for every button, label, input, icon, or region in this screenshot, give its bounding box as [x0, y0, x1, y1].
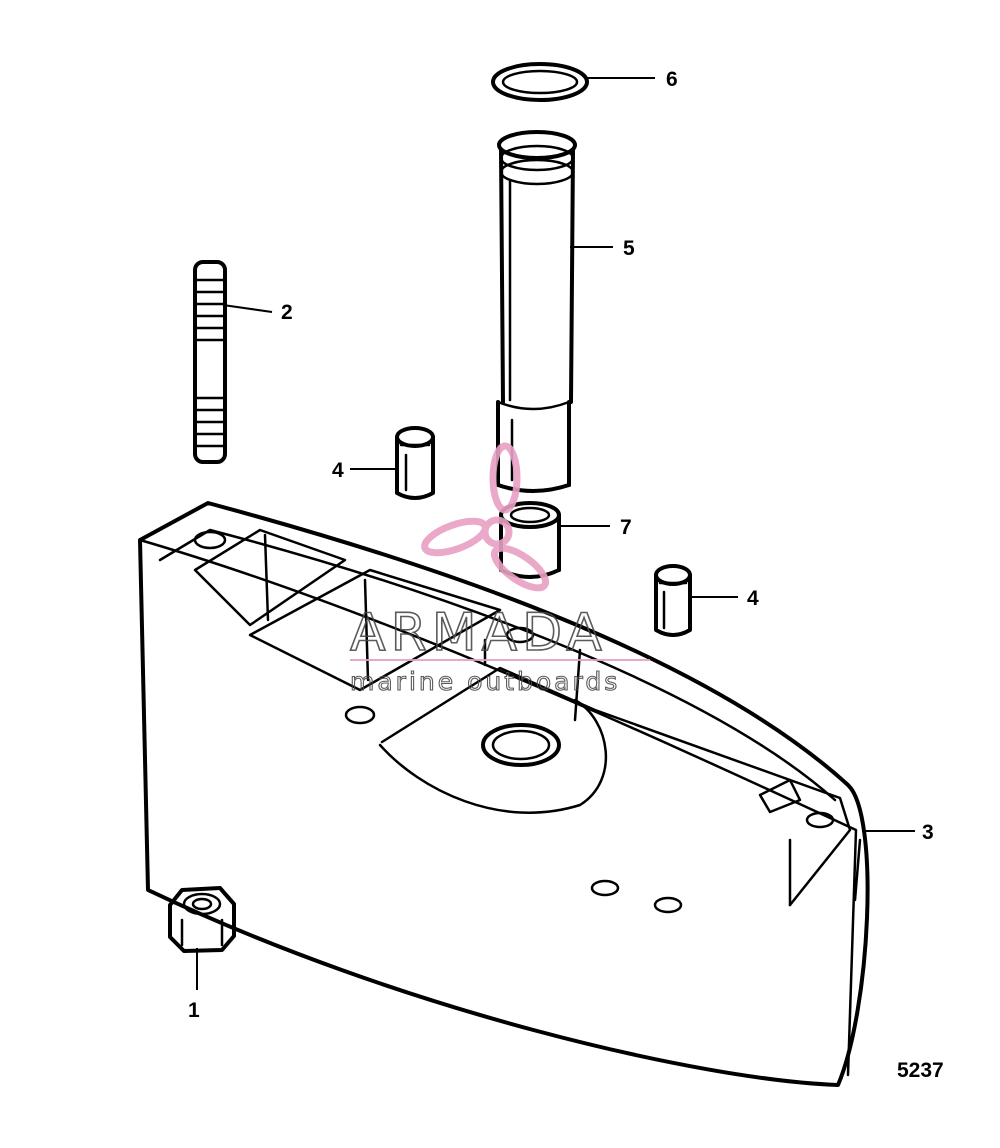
callout-1: 1 — [188, 999, 200, 1022]
watermark-title: ARMADA — [350, 603, 607, 663]
callout-7: 7 — [620, 516, 632, 539]
callout-4-right: 4 — [747, 587, 759, 610]
propeller-logo-icon — [421, 442, 550, 592]
part-dowel-pin-right[interactable] — [654, 564, 692, 637]
leader-lines — [196, 77, 915, 990]
part-o-ring[interactable] — [491, 62, 589, 102]
part-nut[interactable] — [168, 886, 236, 953]
callout-5: 5 — [623, 237, 635, 260]
callout-3: 3 — [922, 821, 934, 844]
armada-watermark: ARMADA marine outboards — [349, 442, 650, 697]
callout-2: 2 — [281, 301, 293, 324]
callout-4-left: 4 — [332, 459, 344, 482]
part-adapter-plate[interactable] — [138, 501, 870, 1087]
callout-6: 6 — [666, 68, 678, 91]
part-dowel-pin-left[interactable] — [395, 426, 435, 500]
watermark-subtitle: marine outboards — [350, 667, 620, 696]
part-stud[interactable] — [193, 260, 227, 464]
part-water-tube[interactable] — [496, 130, 577, 493]
figure-number: 5237 — [897, 1059, 944, 1082]
